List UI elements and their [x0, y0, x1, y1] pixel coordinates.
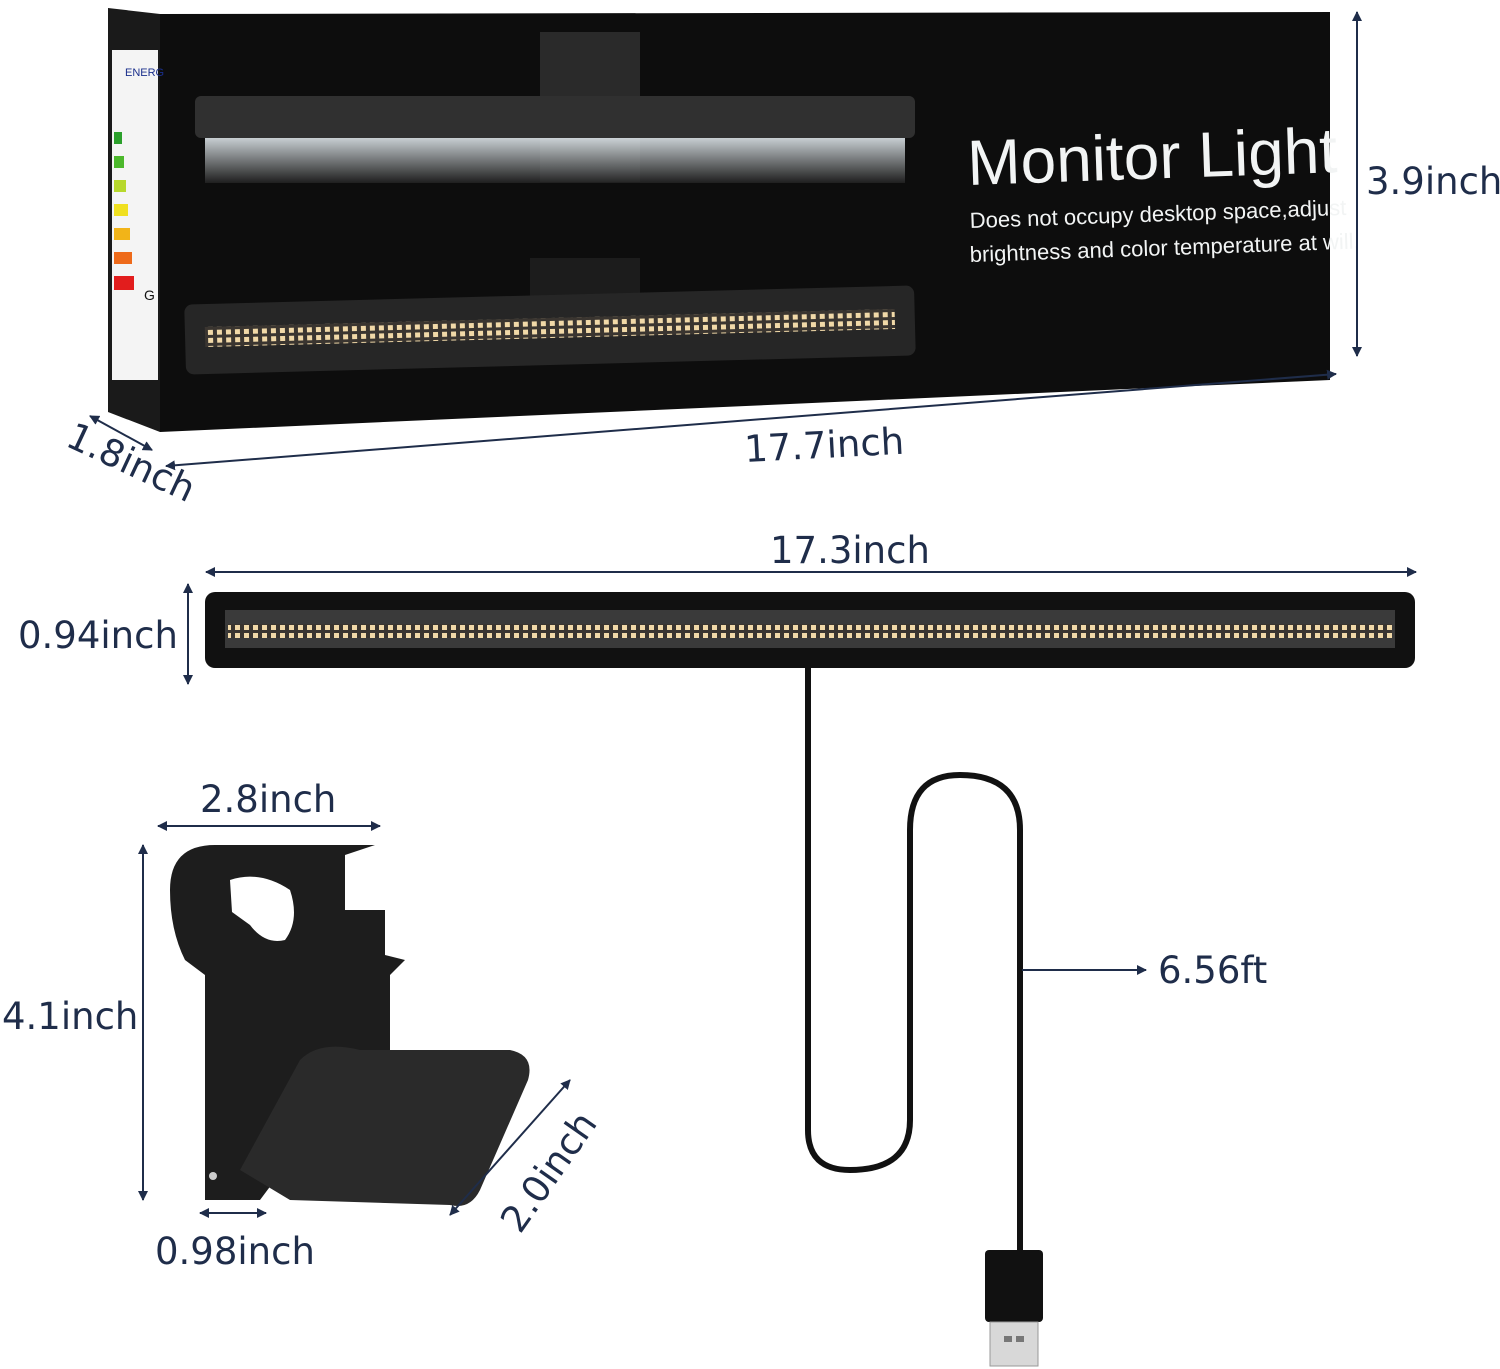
- usb-cable: [805, 668, 1023, 1250]
- energy-label-text: ENERG: [125, 67, 164, 79]
- clip-arm-arrow: [449, 1079, 571, 1216]
- clip-width-label: 2.8inch: [200, 778, 336, 821]
- box-length-arrow: [165, 369, 1337, 471]
- bar-length-label: 17.3inch: [770, 529, 930, 572]
- box-height-label: 3.9inch: [1366, 160, 1500, 203]
- light-bar: [205, 592, 1415, 668]
- energy-class: G: [144, 287, 155, 303]
- bar-diameter-label: 0.94inch: [18, 614, 178, 657]
- box-depth-arrow: [89, 415, 153, 451]
- box-lamp-image-top: [195, 96, 915, 138]
- usb-plug: [985, 1250, 1043, 1367]
- clip-arm-label: 2.0inch: [492, 1104, 605, 1240]
- clip-slot-label: 0.98inch: [155, 1230, 315, 1273]
- box-title: Monitor Light: [966, 114, 1338, 199]
- clip-height-label: 4.1inch: [2, 995, 138, 1038]
- product-box: ENERG G Monitor Light Does not occupy de…: [108, 8, 1360, 432]
- mounting-clip: [170, 845, 530, 1206]
- cable-length-label: 6.56ft: [1158, 949, 1267, 992]
- box-length-label: 17.7inch: [743, 420, 905, 471]
